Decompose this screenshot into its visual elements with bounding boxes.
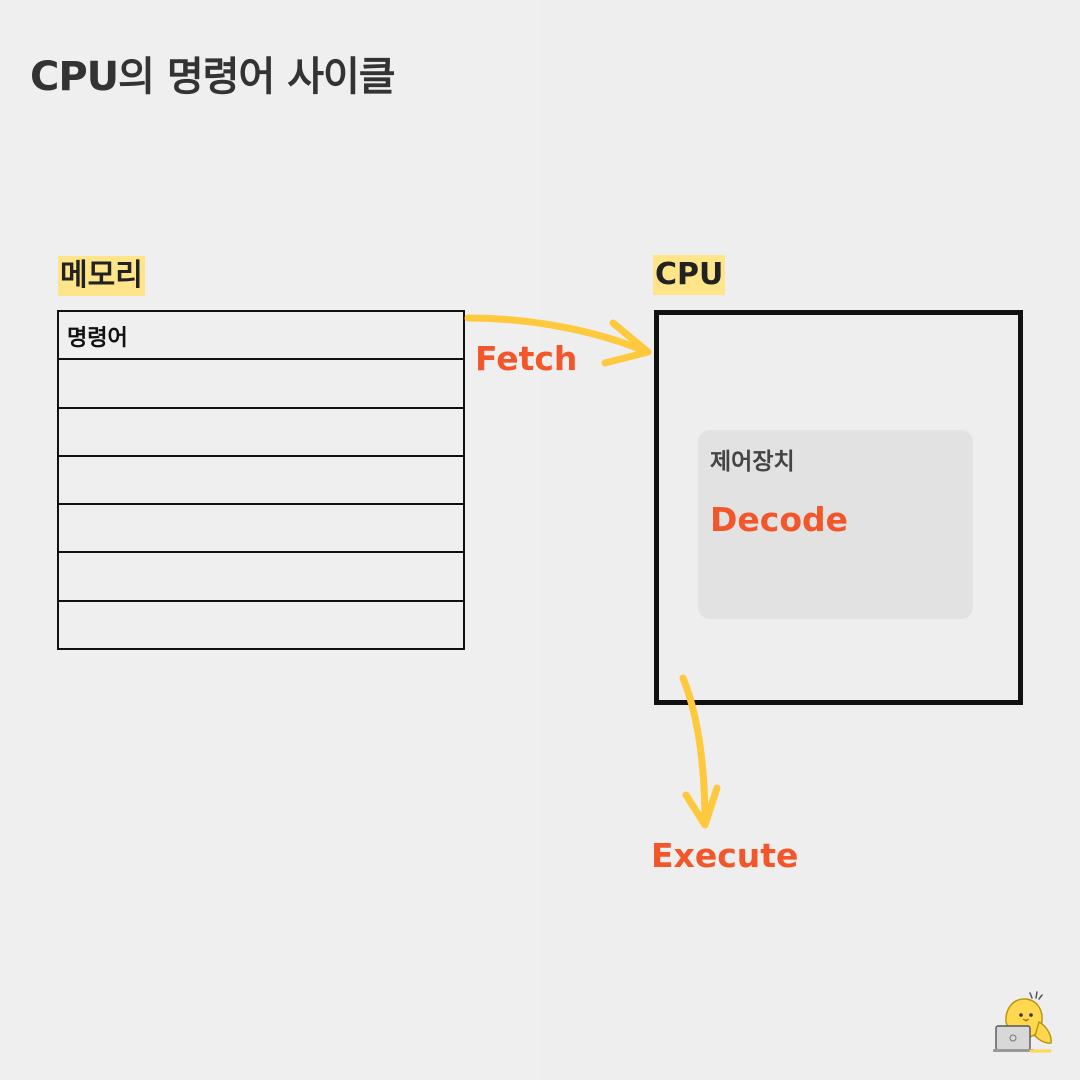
memory-row-1: 명령어 bbox=[59, 312, 463, 361]
decode-label: Decode bbox=[710, 500, 849, 539]
memory-row-5 bbox=[59, 505, 463, 554]
execute-label: Execute bbox=[651, 836, 799, 875]
control-unit-label: 제어장치 bbox=[710, 449, 795, 475]
memory-row-7 bbox=[59, 602, 463, 648]
memory-table: 명령어 bbox=[57, 310, 465, 650]
cpu-label: CPU bbox=[653, 255, 726, 295]
fetch-label: Fetch bbox=[475, 339, 578, 378]
memory-row-4 bbox=[59, 457, 463, 506]
memory-row-3 bbox=[59, 409, 463, 457]
chick-with-laptop-icon bbox=[993, 991, 1052, 1053]
memory-label: 메모리 bbox=[58, 256, 145, 296]
page-title: CPU의 명령어 사이클 bbox=[30, 54, 396, 100]
cpu-box bbox=[654, 310, 1023, 705]
memory-row-6 bbox=[59, 553, 463, 602]
control-unit-box: 제어장치 Decode bbox=[698, 430, 973, 619]
memory-row-2 bbox=[59, 360, 463, 409]
